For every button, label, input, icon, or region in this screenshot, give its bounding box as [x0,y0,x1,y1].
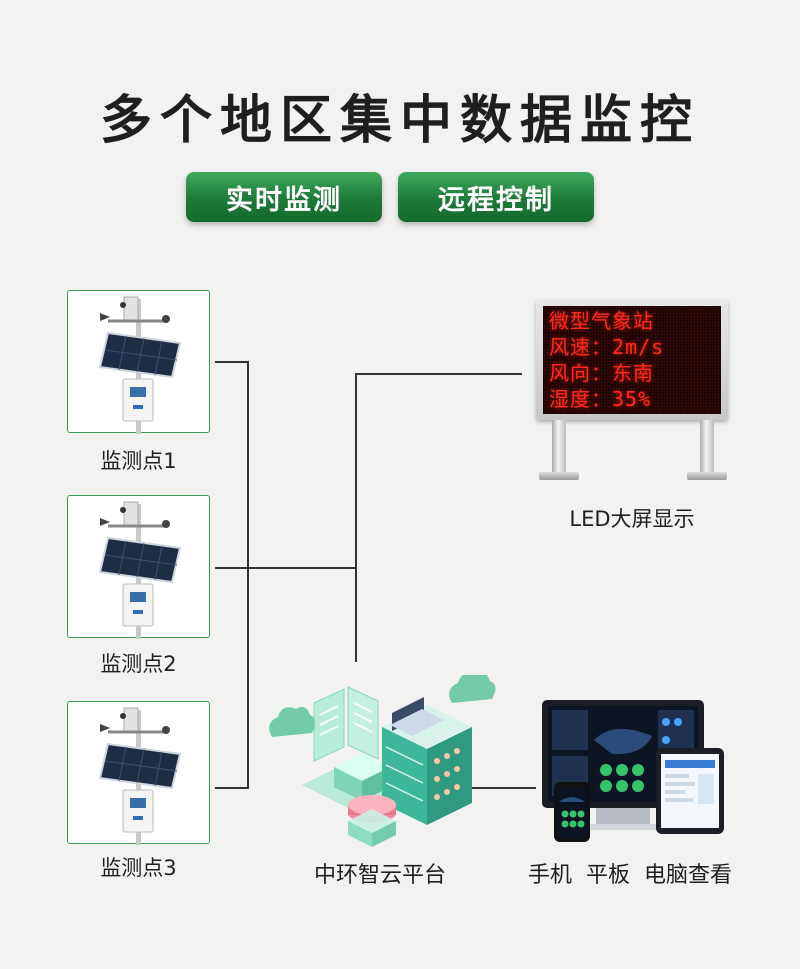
led-leg-left [552,420,566,478]
cloud-platform-label: 中环智云平台 [313,863,446,888]
led-line-2: 风速：2m/s [549,335,665,359]
led-line-4: 湿度：35% [549,387,652,411]
led-leg-right [700,420,714,478]
devices-label: 手机 平板 电脑查看 [528,863,732,888]
page-title: 多个地区集中数据监控 [99,91,700,151]
station-card-2 [67,495,210,639]
weather-station-icon [98,707,182,845]
cloud-platform-icon [269,675,496,847]
tag-remote-control: 远程控制 [398,172,594,222]
led-line-3: 风向：东南 [549,361,654,385]
devices-icon [542,700,724,842]
weather-station-icon [98,501,182,639]
station-label-1: 监测点1 [100,449,177,473]
led-foot-left [539,472,579,480]
station-label-3: 监测点3 [100,856,177,880]
led-line-1: 微型气象站 [549,309,654,333]
led-screen: 微型气象站 风速：2m/s 风向：东南 湿度：35% [543,306,721,414]
led-link-line [355,373,522,662]
station-bus-line [215,361,249,789]
tag-realtime-monitoring: 实时监测 [186,172,382,222]
led-display-board: 微型气象站 风速：2m/s 风向：东南 湿度：35% [536,300,728,420]
led-foot-right [687,472,727,480]
weather-station-icon [98,296,182,434]
station-card-3 [67,701,210,845]
station-card-1 [67,290,210,434]
led-display-label: LED大屏显示 [569,507,695,531]
station-label-2: 监测点2 [100,652,177,676]
